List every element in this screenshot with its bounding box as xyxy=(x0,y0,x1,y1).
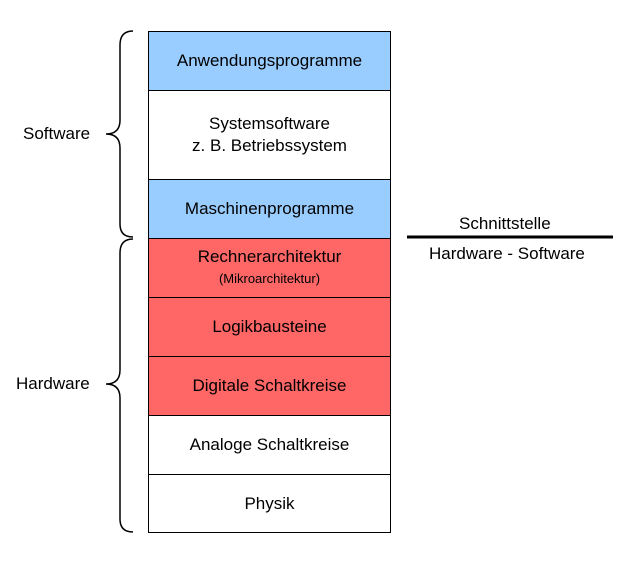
layer-sublabel: z. B. Betriebssystem xyxy=(192,136,347,155)
layer-label: Rechnerarchitektur xyxy=(197,247,342,266)
layer-label: Anwendungsprogramme xyxy=(176,51,363,70)
layer-anwendungsprogramme: Anwendungsprogramme xyxy=(148,31,391,91)
layer-systemsoftware: Systemsoftware z. B. Betriebssystem xyxy=(148,90,391,180)
hardware-brace xyxy=(105,238,134,533)
layer-rechnerarchitektur: Rechnerarchitektur (Mikroarchitektur) xyxy=(148,238,391,298)
layer-analoge-schaltkreise: Analoge Schaltkreise xyxy=(148,415,391,475)
layer-label: Analoge Schaltkreise xyxy=(189,435,350,454)
layer-maschinenprogramme: Maschinenprogramme xyxy=(148,179,391,239)
layer-label: Maschinenprogramme xyxy=(184,199,355,218)
software-label: Software xyxy=(23,124,91,143)
layer-sublabel: (Mikroarchitektur) xyxy=(218,271,321,286)
layer-label: Logikbausteine xyxy=(212,317,327,336)
hardware-label: Hardware xyxy=(16,374,90,393)
layer-label: Digitale Schaltkreise xyxy=(192,376,347,395)
layer-digitale-schaltkreise: Digitale Schaltkreise xyxy=(148,356,391,416)
layer-physik: Physik xyxy=(148,474,391,533)
interface-label: Schnittstelle xyxy=(459,214,551,233)
layer-label: Systemsoftware xyxy=(209,114,330,133)
software-brace xyxy=(105,30,134,238)
layer-logikbausteine: Logikbausteine xyxy=(148,297,391,357)
layer-label: Physik xyxy=(244,493,295,513)
interface-sublabel: Hardware - Software xyxy=(429,244,585,263)
